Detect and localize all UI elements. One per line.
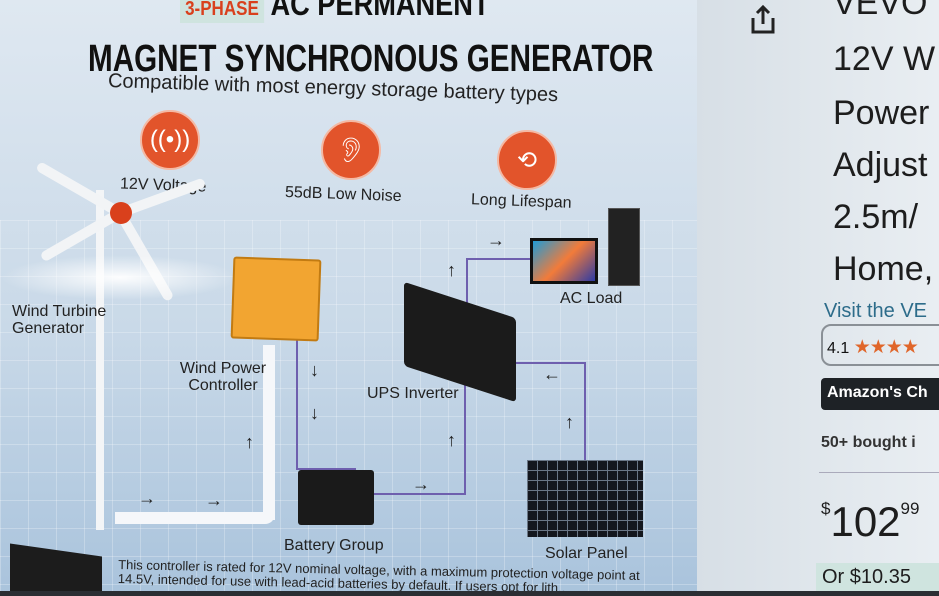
price-fraction: 99: [900, 499, 920, 518]
arrow-up-icon: ↑: [447, 260, 456, 280]
turbine-pole: [96, 190, 104, 530]
wire-battery-inverter: [374, 380, 466, 495]
arrow-left-icon: ←: [543, 364, 561, 384]
ac-load-label: AC Load: [560, 290, 623, 307]
price: $10299: [821, 498, 919, 546]
product-title-line[interactable]: VEVO: [833, 0, 928, 22]
price-currency: $: [821, 499, 831, 518]
arrow-right-icon: →: [412, 474, 430, 494]
arrow-down-icon: ↓: [310, 403, 319, 423]
star-rating-icon: ★★★★: [853, 337, 919, 358]
product-title-line[interactable]: Adjust: [833, 146, 928, 184]
installment-option[interactable]: Or $10.35: [816, 563, 939, 593]
arrow-down-icon: ↓: [310, 360, 319, 380]
battery-label: Battery Group: [284, 537, 384, 554]
amazons-choice-badge: Amazon's Ch: [821, 378, 939, 410]
product-title-line[interactable]: Home,: [833, 250, 934, 288]
arrow-right-icon: →: [138, 488, 156, 508]
title-rest: AC PERMANENT: [263, 0, 490, 22]
tv-image: [530, 238, 598, 284]
cable: [263, 345, 275, 520]
feature-label: Long Lifespan: [470, 191, 572, 212]
title-line2: MAGNET SYNCHRONOUS GENERATOR: [88, 38, 654, 80]
turbine-blade: [35, 161, 123, 218]
product-title-line[interactable]: 2.5m/: [833, 198, 919, 236]
inverter-label: UPS Inverter: [367, 385, 459, 402]
feature-label: 55dB Low Noise: [284, 183, 402, 206]
title-line1: 3-PHASE AC PERMANENT: [180, 0, 490, 23]
solar-panel-image: [527, 460, 643, 537]
arrow-right-icon: →: [487, 230, 505, 250]
fridge-image: [608, 208, 640, 286]
wire-inverter-load: [466, 258, 530, 308]
battery-image: [298, 470, 374, 525]
turbine-hub: [110, 202, 132, 224]
bottom-bar: [0, 591, 939, 596]
arrow-up-icon: ↑: [565, 412, 574, 432]
product-title-line[interactable]: 12V W: [833, 40, 936, 78]
divider: [819, 472, 939, 473]
title-accent: 3-PHASE: [180, 0, 264, 23]
arrow-right-icon: →: [205, 490, 223, 510]
ear-icon: 👂︎: [321, 120, 381, 180]
rating-button[interactable]: 4.1 ★★★★: [821, 324, 939, 366]
wind-controller-image: [230, 256, 322, 342]
wire-solar-inverter: [516, 362, 586, 462]
wind-turbine-label: Wind Turbine Generator: [12, 303, 107, 337]
screen-glare: [0, 255, 240, 300]
controller-label: Wind Power Controller: [179, 360, 267, 394]
product-image[interactable]: 3-PHASE AC PERMANENT MAGNET SYNCHRONOUS …: [0, 0, 697, 596]
product-info-panel: VEVO 12V W Power Adjust 2.5m/ Home, Visi…: [697, 0, 939, 596]
price-whole: 102: [830, 498, 901, 545]
product-title-line[interactable]: Power: [833, 94, 930, 132]
cable: [115, 512, 275, 524]
share-icon[interactable]: [749, 4, 777, 41]
arrow-up-icon: ↑: [447, 430, 456, 450]
solar-label: Solar Panel: [545, 545, 628, 562]
arrow-up-icon: ↑: [245, 432, 254, 452]
wire-controller-battery: [296, 340, 356, 470]
bought-count: 50+ bought i: [821, 434, 916, 451]
store-link[interactable]: Visit the VE: [824, 300, 928, 322]
cycle-icon: ⟲: [497, 130, 557, 190]
signal-icon: ((•)): [140, 110, 200, 170]
rating-value: 4.1: [827, 340, 850, 357]
